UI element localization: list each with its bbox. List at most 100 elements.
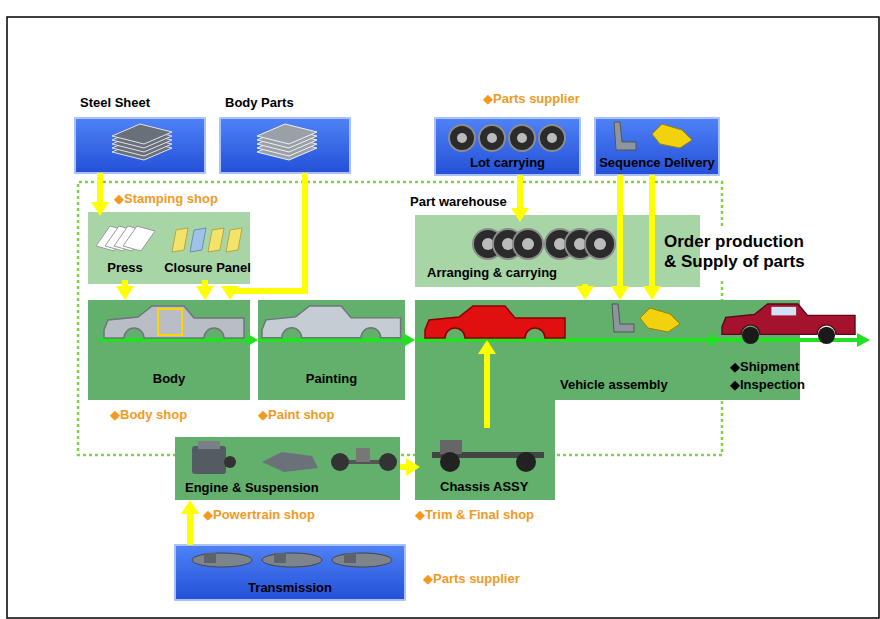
closure-panels <box>190 228 206 252</box>
process-item: Arranging & carrying <box>420 222 615 284</box>
process-item: Closure Panel <box>160 216 255 280</box>
finished-truck <box>722 304 855 334</box>
chassis-icon <box>440 452 460 472</box>
drive-unit-icon <box>262 452 318 472</box>
box-outline <box>175 545 405 600</box>
shop-heading: ◆Body shop <box>110 408 187 423</box>
supply-box: Lot carrying <box>435 118 580 175</box>
press-sheets <box>123 226 155 251</box>
warehouse-tires <box>522 238 534 250</box>
seat-icon <box>614 122 636 150</box>
box-label: Vehicle assembly <box>560 378 668 393</box>
press-sheets <box>96 226 155 251</box>
flow-arrow <box>517 175 523 211</box>
transmission-icons <box>344 553 356 563</box>
tire-lot <box>457 133 467 143</box>
steel-sheet-stack <box>112 124 172 160</box>
suspension-icon <box>331 453 349 471</box>
transmission-icons <box>204 553 216 563</box>
shop-box: ◆Stamping shopPressClosure Panel <box>88 212 250 284</box>
body-in-white <box>104 306 244 338</box>
note-label: Order production & Supply of parts <box>664 232 814 271</box>
suspension-icon <box>379 453 397 471</box>
warehouse-tires <box>585 229 615 259</box>
assembly-region: Vehicle assembly◆Trim & Final shopChassi… <box>415 300 800 500</box>
flow-arrow <box>400 464 409 470</box>
box-fill <box>75 118 800 600</box>
production-line <box>709 333 722 347</box>
finished-truck <box>818 327 835 344</box>
box-label: Chassis ASSY <box>440 480 528 495</box>
closure-panels <box>226 228 242 252</box>
engine-icon <box>192 446 226 474</box>
body-parts-stack <box>257 124 317 144</box>
closure-panels <box>172 228 242 252</box>
box-label: Sequence Delivery <box>599 156 715 171</box>
box-label: Steel Sheet <box>80 96 150 111</box>
box-label: Press <box>107 261 142 276</box>
red-body <box>425 306 565 338</box>
trim-part-icon <box>652 124 692 148</box>
box-outline <box>75 118 205 173</box>
shop-heading: ◆Trim & Final shop <box>415 508 534 523</box>
transmission-icons <box>332 553 392 567</box>
chassis-up-arrow <box>484 352 490 428</box>
box-outline <box>435 118 580 175</box>
painted-body <box>262 306 401 338</box>
process-box: Painting◆Paint shop <box>258 300 405 400</box>
body-in-white <box>158 309 182 335</box>
box-label: Closure Panel <box>164 261 251 276</box>
box-label: Painting <box>306 372 357 387</box>
drive-unit-icon <box>262 452 318 472</box>
chassis-up-arrow <box>478 340 496 354</box>
box-label: Arranging & carrying <box>427 266 557 281</box>
supply-box: Steel Sheet <box>75 118 205 173</box>
engine-icon <box>198 441 220 449</box>
finished-truck <box>771 307 796 316</box>
box-label: Transmission <box>248 581 332 596</box>
box-label: Part warehouse <box>410 195 507 210</box>
shop-heading: ◆Paint shop <box>258 408 334 423</box>
tire-lot <box>547 133 557 143</box>
engine-icon <box>192 441 236 474</box>
seat-icon <box>614 122 636 150</box>
flow-arrow <box>202 280 208 289</box>
shop-heading: ◆Powertrain shop <box>203 508 315 523</box>
box-outline <box>88 300 250 400</box>
note-label: ◆Shipment <box>730 360 799 375</box>
chassis-icon <box>440 440 462 454</box>
supplier-heading: ◆Parts supplier <box>483 92 580 107</box>
illustrations <box>96 122 855 567</box>
transmission-icons <box>274 553 286 563</box>
box-outline <box>88 212 250 284</box>
trim-part-icon <box>640 308 680 332</box>
flow-arrow <box>582 284 588 289</box>
tire-lot <box>479 125 505 151</box>
tire-lot <box>487 133 497 143</box>
body-parts-stack <box>257 124 317 160</box>
tire-lot <box>449 125 565 151</box>
chassis-icon <box>432 440 544 472</box>
process-box: Body◆Body shop <box>88 300 250 400</box>
flow-arrow <box>122 280 128 289</box>
finished-truck <box>742 327 759 344</box>
flow-arrow <box>405 338 407 342</box>
supply-box: Body Parts <box>220 118 350 173</box>
trim-part-icon <box>640 308 680 332</box>
flow-arrow <box>97 173 103 205</box>
box-label: Lot carrying <box>470 156 545 171</box>
suspension-icon <box>356 448 370 462</box>
box-outline <box>595 118 719 175</box>
tire-lot <box>449 125 475 151</box>
box-outline <box>175 437 400 500</box>
outer-frame <box>7 17 879 618</box>
supply-box: Sequence Delivery <box>595 118 719 175</box>
closure-panels <box>208 228 224 252</box>
transmission-icons <box>192 553 252 567</box>
box-outline <box>415 215 700 287</box>
chassis-up-arrow <box>478 340 496 428</box>
process-item: Press <box>92 216 158 280</box>
suspension-icon <box>331 448 397 471</box>
production-line <box>857 333 870 347</box>
